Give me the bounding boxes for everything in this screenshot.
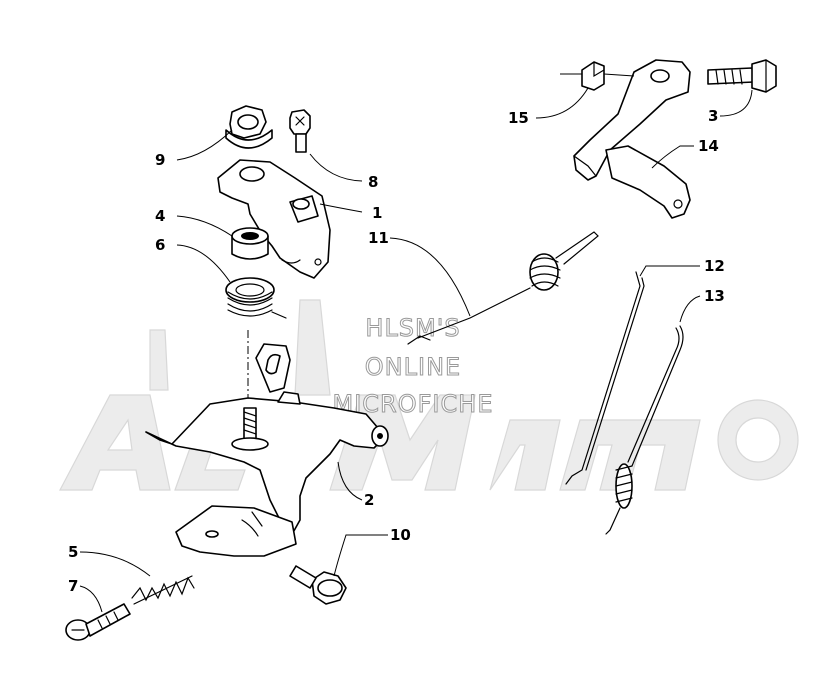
callout-7: 7 <box>68 577 78 595</box>
assembly-line-15 <box>560 73 635 77</box>
part-10-bolt[interactable] <box>289 565 347 605</box>
part-4-spacer[interactable] <box>231 227 269 260</box>
part-6-spring[interactable] <box>225 277 287 319</box>
callout-1: 1 <box>372 204 382 222</box>
part-8-bolt[interactable] <box>289 109 311 153</box>
part-13-spring-rod[interactable] <box>605 325 684 535</box>
callout-5: 5 <box>68 543 78 561</box>
callout-4: 4 <box>155 207 165 225</box>
watermark-line-2: ONLINE <box>365 353 461 381</box>
leader-lines <box>79 87 753 613</box>
callout-3: 3 <box>708 107 718 125</box>
callout-2: 2 <box>364 491 374 509</box>
watermark: HLSM'S ONLINE MICROFICHE <box>332 314 493 419</box>
callout-14: 14 <box>698 137 719 155</box>
part-3-bolt[interactable] <box>707 59 777 93</box>
part-12-rod[interactable] <box>565 271 645 485</box>
background-brand-logo <box>59 299 799 491</box>
callout-13: 13 <box>704 287 725 305</box>
watermark-line-1: HLSM'S <box>365 314 460 342</box>
callout-12: 12 <box>704 257 725 275</box>
callout-8: 8 <box>368 173 378 191</box>
part-1-bracket[interactable] <box>217 159 331 279</box>
part-7-screw[interactable] <box>65 603 131 641</box>
part-15-nut[interactable] <box>581 61 605 91</box>
part-11-spring-rod[interactable] <box>407 231 599 345</box>
part-9-nut[interactable] <box>225 105 273 149</box>
callout-labels: 1 2 3 4 5 6 7 8 9 10 11 12 13 14 15 <box>68 107 725 595</box>
callout-6: 6 <box>155 236 165 254</box>
part-2-base-plate[interactable] <box>145 343 389 557</box>
callout-11: 11 <box>368 229 389 247</box>
callout-10: 10 <box>390 526 411 544</box>
part-14-arm[interactable] <box>573 59 691 219</box>
callout-9: 9 <box>155 151 165 169</box>
callout-15: 15 <box>508 109 529 127</box>
part-5-spring[interactable] <box>131 575 195 605</box>
